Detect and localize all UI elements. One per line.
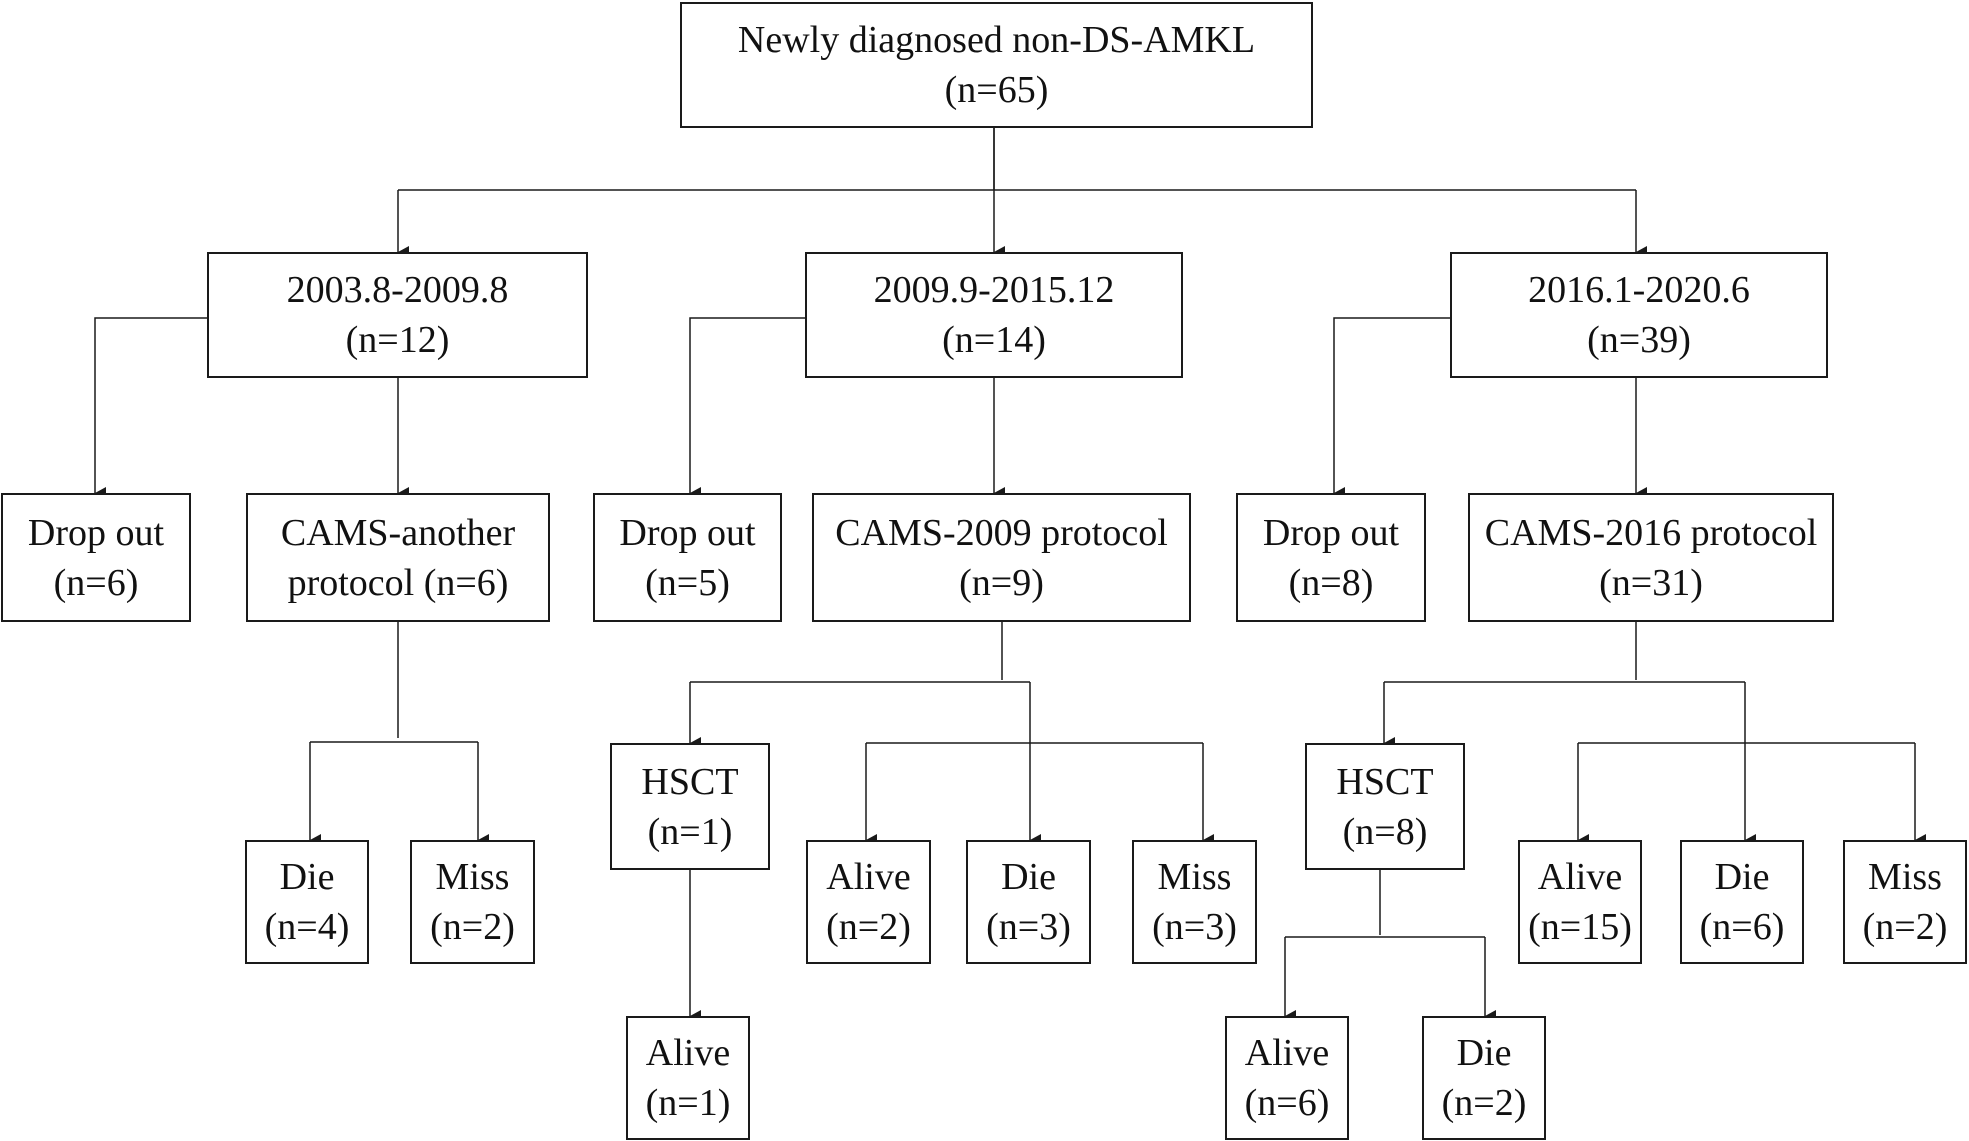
connector-cams2016-split (1384, 622, 1915, 744)
cams-another-protocol-node: CAMS-another protocol (n=6) (246, 493, 550, 622)
node-label: Die (1001, 856, 1056, 898)
node-count: (n=4) (264, 906, 350, 948)
node-count: protocol (n=6) (287, 561, 509, 604)
node-count: (n=8) (1342, 810, 1428, 853)
arrow-to-drop1 (94, 317, 207, 499)
node-count: (n=2) (1862, 906, 1948, 948)
node-count: (n=2) (1441, 1082, 1527, 1124)
connector-cams-another-split (310, 622, 478, 743)
outcome-miss-node-another: Miss (n=2) (410, 840, 535, 964)
cams-2016-protocol-node: CAMS-2016 protocol (n=31) (1468, 493, 1834, 622)
outcome-die-node-2016: Die (n=6) (1680, 840, 1804, 964)
node-count: (n=15) (1528, 906, 1632, 948)
node-count: (n=6) (1699, 906, 1785, 948)
root-node: Newly diagnosed non-DS-AMKL (n=65) (680, 2, 1313, 128)
hsct-outcome-alive-node-2009: Alive (n=1) (626, 1016, 750, 1140)
outcome-die-node-another: Die (n=4) (245, 840, 369, 964)
node-count: (n=5) (645, 561, 730, 604)
node-count: (n=3) (986, 906, 1071, 948)
outcome-miss-node-2009: Miss (n=3) (1132, 840, 1257, 964)
node-count: (n=1) (645, 1082, 731, 1124)
hsct-outcome-die-node-2016: Die (n=2) (1422, 1016, 1546, 1140)
node-label: Drop out (27, 511, 165, 554)
node-label: Miss (1157, 856, 1232, 898)
node-label: Miss (435, 856, 510, 898)
node-label: CAMS-2009 protocol (835, 511, 1168, 554)
outcome-alive-node-2016: Alive (n=15) (1518, 840, 1642, 964)
node-count: (n=2) (430, 906, 515, 948)
hsct-node-2016: HSCT (n=8) (1305, 743, 1465, 870)
root-node-count: (n=65) (944, 69, 1049, 111)
node-count: (n=8) (1288, 561, 1374, 604)
node-count: (n=2) (826, 906, 911, 948)
drop-out-node-2: Drop out (n=5) (593, 493, 782, 622)
drop-out-node-3: Drop out (n=8) (1236, 493, 1426, 622)
cams-2009-protocol-node: CAMS-2009 protocol (n=9) (812, 493, 1191, 622)
node-count: (n=31) (1599, 561, 1703, 604)
period-node-2003-2009: 2003.8-2009.8 (n=12) (207, 252, 588, 378)
node-count: (n=3) (1152, 906, 1237, 948)
node-label: Alive (1537, 856, 1623, 898)
period-node-2016-2020: 2016.1-2020.6 (n=39) (1450, 252, 1828, 378)
hsct-node-2009: HSCT (n=1) (610, 743, 770, 870)
root-node-title: Newly diagnosed non-DS-AMKL (737, 19, 1256, 61)
node-label: Die (279, 856, 335, 898)
period-count: (n=39) (1587, 319, 1691, 361)
period-label: 2003.8-2009.8 (286, 269, 509, 311)
node-label: CAMS-2016 protocol (1484, 511, 1818, 554)
period-node-2009-2015: 2009.9-2015.12 (n=14) (805, 252, 1183, 378)
node-label: HSCT (1336, 760, 1434, 803)
connector-hsct3-split (1285, 870, 1485, 938)
node-count: (n=1) (647, 810, 733, 853)
drop-out-node-1: Drop out (n=6) (1, 493, 191, 622)
node-label: Die (1456, 1032, 1512, 1074)
node-label: Alive (1244, 1032, 1330, 1074)
outcome-alive-node-2009: Alive (n=2) (806, 840, 931, 964)
node-label: Drop out (619, 511, 756, 554)
node-label: HSCT (641, 760, 739, 803)
period-label: 2009.9-2015.12 (873, 269, 1115, 311)
arrow-to-drop3 (1333, 317, 1450, 499)
period-count: (n=14) (942, 319, 1046, 361)
node-label: Alive (826, 856, 911, 898)
arrow-to-drop2 (689, 317, 805, 499)
outcome-die-node-2009: Die (n=3) (966, 840, 1091, 964)
node-count: (n=6) (53, 561, 139, 604)
node-label: Drop out (1262, 511, 1400, 554)
node-label: Miss (1868, 856, 1942, 898)
node-count: (n=9) (959, 561, 1044, 604)
node-label: Die (1714, 856, 1770, 898)
node-label: Alive (645, 1032, 731, 1074)
period-count: (n=12) (345, 319, 450, 361)
connector-cams2009-split (690, 622, 1203, 744)
hsct-outcome-alive-node-2016: Alive (n=6) (1225, 1016, 1349, 1140)
node-label: CAMS-another (280, 511, 516, 554)
period-label: 2016.1-2020.6 (1528, 269, 1750, 311)
connector-root-split (398, 128, 1636, 191)
node-count: (n=6) (1244, 1082, 1330, 1124)
outcome-miss-node-2016: Miss (n=2) (1843, 840, 1967, 964)
